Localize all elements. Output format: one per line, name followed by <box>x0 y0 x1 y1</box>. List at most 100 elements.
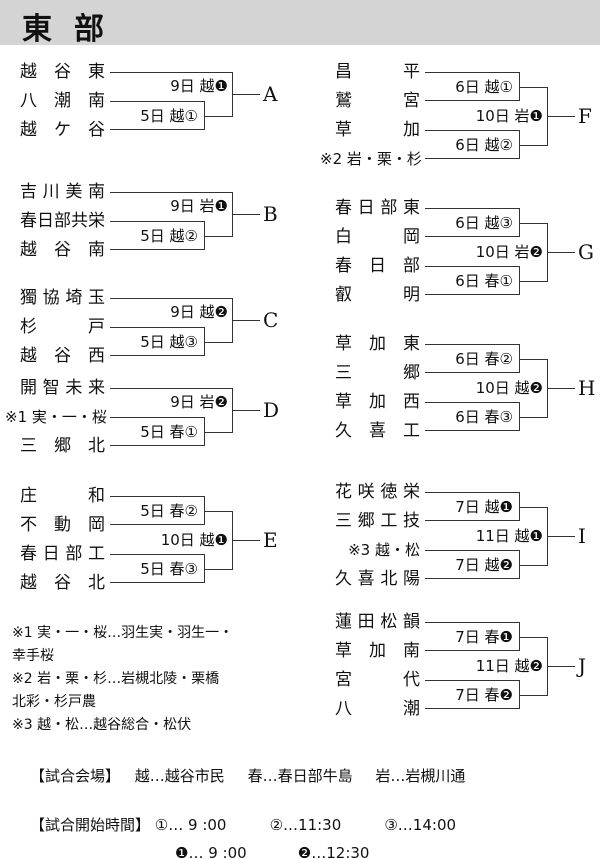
match-label: 7日 越❶ <box>455 498 513 516</box>
match-label: 5日 春① <box>140 423 198 441</box>
team-name: 草加 <box>335 120 420 140</box>
team-name: 宮代 <box>335 670 420 690</box>
team-name: 越谷南 <box>20 240 105 260</box>
venue-item: 春…春日部牛島 <box>247 767 353 785</box>
team-name: 草加南 <box>335 641 420 661</box>
bracket-line <box>110 388 232 389</box>
bracket-line <box>547 251 575 253</box>
final-match-label: 9日 岩❶ <box>170 197 228 215</box>
time-item: ❶… 9 :00 <box>175 844 247 859</box>
footnote: ※2 岩・栗・杉…岩槻北陵・栗橋 <box>12 671 220 687</box>
final-match-label: 10日 越❷ <box>475 378 543 397</box>
team-name: 八潮 <box>335 699 420 719</box>
team-name: 三郷北 <box>20 436 105 456</box>
team-name: 三郷工技 <box>335 511 420 531</box>
bracket-line <box>520 506 547 508</box>
match-label: 7日 越❷ <box>455 556 513 574</box>
group-letter: H <box>578 375 596 400</box>
bracket-line <box>520 222 547 224</box>
final-match-label: 10日 岩❷ <box>475 242 543 261</box>
bracket-line <box>520 694 547 696</box>
team-name: 杉戸 <box>20 317 105 337</box>
match-label: 7日 春❷ <box>455 686 513 704</box>
final-match-label: 10日 岩❶ <box>475 106 543 125</box>
team-name: 白岡 <box>335 227 420 247</box>
match-label: 5日 春③ <box>140 560 198 578</box>
team-name: 春日部工 <box>20 544 105 564</box>
match-box: 6日 春③ <box>425 402 520 431</box>
times-label: 【試合開始時間】 <box>30 816 151 834</box>
final-match-label: 9日 岩❷ <box>170 393 228 411</box>
bracket-line <box>205 431 232 433</box>
team-name: 春日部東 <box>335 198 420 218</box>
team-name: 不動岡 <box>20 515 105 535</box>
bracket-line <box>547 115 575 117</box>
bracket-line <box>205 568 232 570</box>
match-box: 7日 越❶ <box>425 492 520 521</box>
match-box: 6日 越② <box>425 130 520 159</box>
footnote: 幸手桜 <box>12 648 54 664</box>
match-box: 6日 春② <box>425 344 520 373</box>
group-letter: C <box>263 307 279 332</box>
match-label: 5日 春② <box>140 502 198 520</box>
match-label: 6日 越① <box>455 78 513 96</box>
final-match-label: 10日 越❶ <box>160 530 228 549</box>
bracket-line <box>110 72 232 73</box>
group-letter: F <box>578 103 592 128</box>
bracket-line <box>205 235 232 237</box>
team-name: 八潮南 <box>20 91 105 111</box>
bracket-line <box>547 535 575 537</box>
match-label: 5日 越① <box>140 107 198 125</box>
final-match-label: 9日 越❶ <box>170 77 228 95</box>
match-box: 7日 春❷ <box>425 680 520 709</box>
team-name: ※2 岩・栗・杉 <box>320 150 422 168</box>
bracket-line <box>520 358 547 360</box>
group-letter: G <box>578 239 594 264</box>
match-label: 6日 春① <box>455 272 513 290</box>
match-box: 6日 越① <box>425 72 520 101</box>
match-box: 5日 越① <box>110 101 205 130</box>
bracket-line <box>520 144 547 146</box>
bracket-line <box>232 539 260 541</box>
match-box: 5日 越③ <box>110 327 205 356</box>
team-name: 開智未来 <box>20 378 105 398</box>
match-label: 6日 春② <box>455 350 513 368</box>
start-times: 【試合開始時間】 ①… 9 :00 ②…11:30 ③…14:00 ❶… 9 :… <box>30 811 456 859</box>
time-item: ③…14:00 <box>384 816 457 834</box>
venue-label: 【試合会場】 <box>30 767 121 785</box>
final-match-label: 11日 越❶ <box>475 526 543 545</box>
bracket-line <box>520 636 547 638</box>
bracket-line <box>232 213 260 215</box>
match-box: 6日 春① <box>425 266 520 295</box>
time-item: ❷…12:30 <box>297 844 370 859</box>
team-name: 久喜工 <box>335 421 420 441</box>
match-label: 7日 春❶ <box>455 628 513 646</box>
team-name: 越谷西 <box>20 346 105 366</box>
bracket-line <box>110 298 232 299</box>
match-label: 6日 越② <box>455 136 513 154</box>
team-name: 吉川美南 <box>20 182 105 202</box>
footnotes: ※1 実・一・桜…羽生実・羽生一・ 幸手桜 ※2 岩・栗・杉…岩槻北陵・栗橋 北… <box>12 622 302 737</box>
bracket-line <box>205 115 232 117</box>
bracket-line <box>205 510 232 512</box>
bracket-line <box>232 409 260 411</box>
bracket-line <box>232 93 260 95</box>
team-name: ※3 越・松 <box>348 541 420 559</box>
match-label: 6日 春③ <box>455 408 513 426</box>
bracket-line <box>520 280 547 282</box>
final-match-label: 11日 越❷ <box>475 656 543 675</box>
team-name: 花咲徳栄 <box>335 482 420 502</box>
team-name: 叡明 <box>335 285 420 305</box>
bracket-line <box>520 564 547 566</box>
match-box: 7日 越❷ <box>425 550 520 579</box>
venue-legend: 【試合会場】 越…越谷市民 春…春日部牛島 岩…岩槻川通 <box>30 765 465 786</box>
